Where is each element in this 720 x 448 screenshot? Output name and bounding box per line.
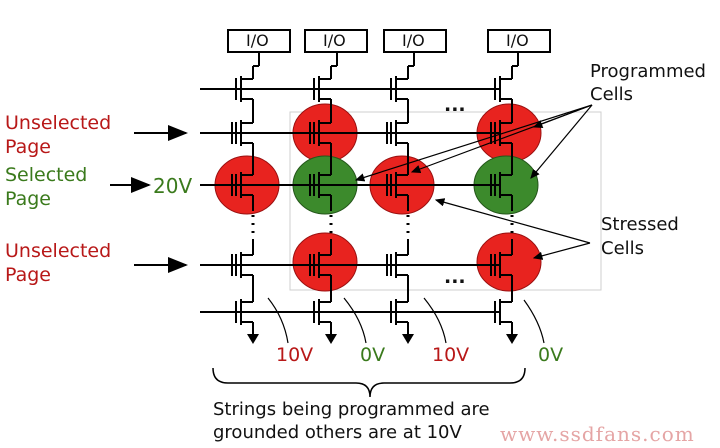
unselected-page-top-line1: Unselected <box>5 112 112 134</box>
select-transistor <box>494 76 512 102</box>
bitline-voltage-1: 10V <box>276 344 314 366</box>
stressed-arrow-2 <box>532 242 591 260</box>
caption-line2: grounded others are at 10V <box>213 422 462 443</box>
select-transistor <box>313 76 331 102</box>
pointer-10v-2 <box>423 297 447 344</box>
unselected-page-bottom-line2: Page <box>5 264 51 286</box>
select-transistor <box>390 76 408 102</box>
cell-transistor <box>490 172 512 198</box>
nand-string <box>386 52 415 344</box>
watermark: www.ssdfans.com <box>500 422 695 446</box>
cell-transistor <box>231 120 253 146</box>
pointer-10v-1 <box>267 297 289 344</box>
io-boxes <box>227 29 551 53</box>
cell-transistor <box>490 120 512 146</box>
bottom-brace <box>212 367 526 398</box>
unselected-page-bottom-line1: Unselected <box>5 240 112 262</box>
pointer-0v-1 <box>343 297 367 344</box>
io-label: I/O <box>246 31 269 50</box>
cell-transistor <box>386 172 408 198</box>
io-label: I/O <box>402 31 425 50</box>
programmed-cells-line2: Cells <box>590 84 634 105</box>
stressed-cells-line1: Stressed <box>601 214 679 235</box>
bitline-pointers <box>267 297 545 344</box>
cell-transistor <box>309 120 331 146</box>
unselected-page-top-line2: Page <box>5 136 51 158</box>
nand-strings <box>231 52 519 344</box>
nand-string <box>309 52 338 344</box>
cell-transistor <box>386 252 408 278</box>
io-label: I/O <box>323 31 346 50</box>
cell-transistor <box>309 252 331 278</box>
io-label: I/O <box>506 31 529 50</box>
programmed-cells-line1: Programmed <box>590 61 706 82</box>
nand-string <box>231 52 260 344</box>
select-transistor <box>494 299 512 325</box>
select-transistor <box>313 299 331 325</box>
bitline-voltage-2: 0V <box>360 344 386 366</box>
select-transistor <box>390 299 408 325</box>
stressed-arrow-1 <box>434 198 591 244</box>
input-arrows <box>110 125 188 273</box>
cell-transistor <box>490 252 512 278</box>
programmed-cell-circle <box>292 232 358 292</box>
bitline-voltage-3: 10V <box>432 344 470 366</box>
programmed-arrow-4 <box>354 104 593 182</box>
word-lines <box>200 88 500 313</box>
select-transistor <box>235 76 253 102</box>
highlight-frame <box>289 111 602 291</box>
selected-page-line1: Selected <box>5 164 88 186</box>
programmed-arrow-3 <box>530 104 593 179</box>
bitline-voltage-4: 0V <box>538 344 564 366</box>
dots-top: ... <box>444 94 466 116</box>
cell-transistor <box>231 172 253 198</box>
programmed-cell-circle <box>476 232 542 292</box>
cell-transistor <box>386 120 408 146</box>
nand-string <box>490 52 519 344</box>
cell-transistor <box>309 172 331 198</box>
select-transistor <box>235 299 253 325</box>
caption-line1: Strings being programmed are <box>213 399 490 420</box>
gate-voltage-label: 20V <box>153 174 193 198</box>
dots-bottom: ... <box>444 266 466 288</box>
stressed-cells-line2: Cells <box>601 238 645 259</box>
selected-page-line2: Page <box>5 188 51 210</box>
cell-transistor <box>231 252 253 278</box>
pointer-0v-2 <box>523 299 545 344</box>
programmed-arrow-2 <box>410 104 593 174</box>
callout-arrows <box>354 104 593 260</box>
